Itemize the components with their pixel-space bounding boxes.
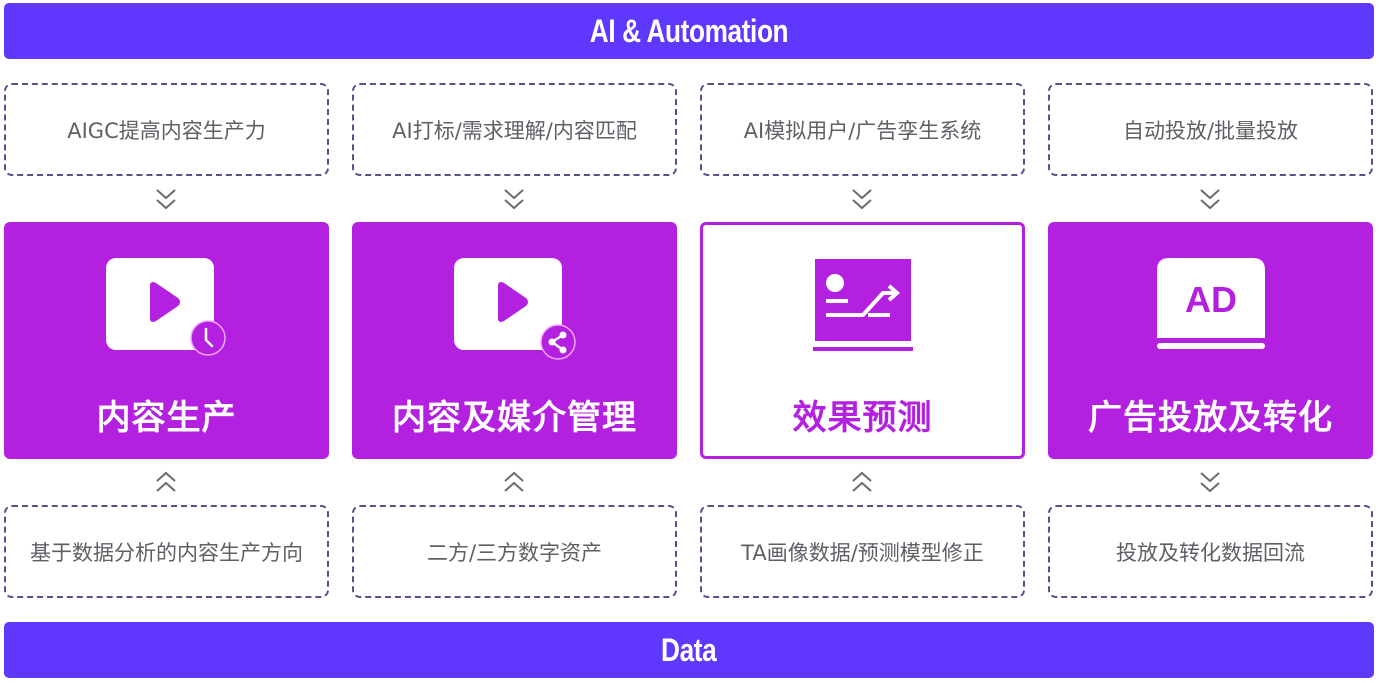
data-label: Data: [661, 631, 717, 668]
video-clock-icon: [102, 256, 232, 370]
ai-capability-box: AIGC提高内容生产力: [4, 83, 329, 176]
card-content-media-management: 内容及媒介管理: [352, 222, 677, 459]
ai-automation-band: AI & Automation: [4, 3, 1374, 59]
data-input-box: 基于数据分析的内容生产方向: [4, 505, 329, 598]
double-chevron-down-icon: [1196, 186, 1224, 214]
card-content-production: 内容生产: [4, 222, 329, 459]
ai-capability-box: 自动投放/批量投放: [1048, 83, 1373, 176]
ai-capability-box: AI模拟用户/广告孪生系统: [700, 83, 1025, 176]
card-title: 广告投放及转化: [1088, 398, 1333, 438]
card-title: 效果预测: [792, 398, 933, 438]
double-chevron-up-icon: [152, 469, 180, 497]
double-chevron-up-icon: [500, 469, 528, 497]
prediction-chart-icon: [811, 257, 915, 357]
ad-icon-text: AD: [1185, 279, 1237, 320]
video-share-icon: [450, 256, 580, 370]
double-chevron-down-icon: [1196, 469, 1224, 497]
ai-automation-label: AI & Automation: [589, 12, 789, 49]
double-chevron-down-icon: [500, 186, 528, 214]
card-effect-prediction: 效果预测: [700, 222, 1025, 459]
ai-capability-box: AI打标/需求理解/内容匹配: [352, 83, 677, 176]
card-title: 内容生产: [96, 398, 237, 438]
data-input-box: TA画像数据/预测模型修正: [700, 505, 1025, 598]
data-band: Data: [4, 622, 1374, 678]
data-input-box: 投放及转化数据回流: [1048, 505, 1373, 598]
double-chevron-down-icon: [152, 186, 180, 214]
card-title: 内容及媒介管理: [392, 398, 637, 438]
ad-screen-icon: AD: [1155, 256, 1267, 356]
data-input-box: 二方/三方数字资产: [352, 505, 677, 598]
double-chevron-up-icon: [848, 469, 876, 497]
double-chevron-down-icon: [848, 186, 876, 214]
card-ad-delivery-conversion: AD 广告投放及转化: [1048, 222, 1373, 459]
